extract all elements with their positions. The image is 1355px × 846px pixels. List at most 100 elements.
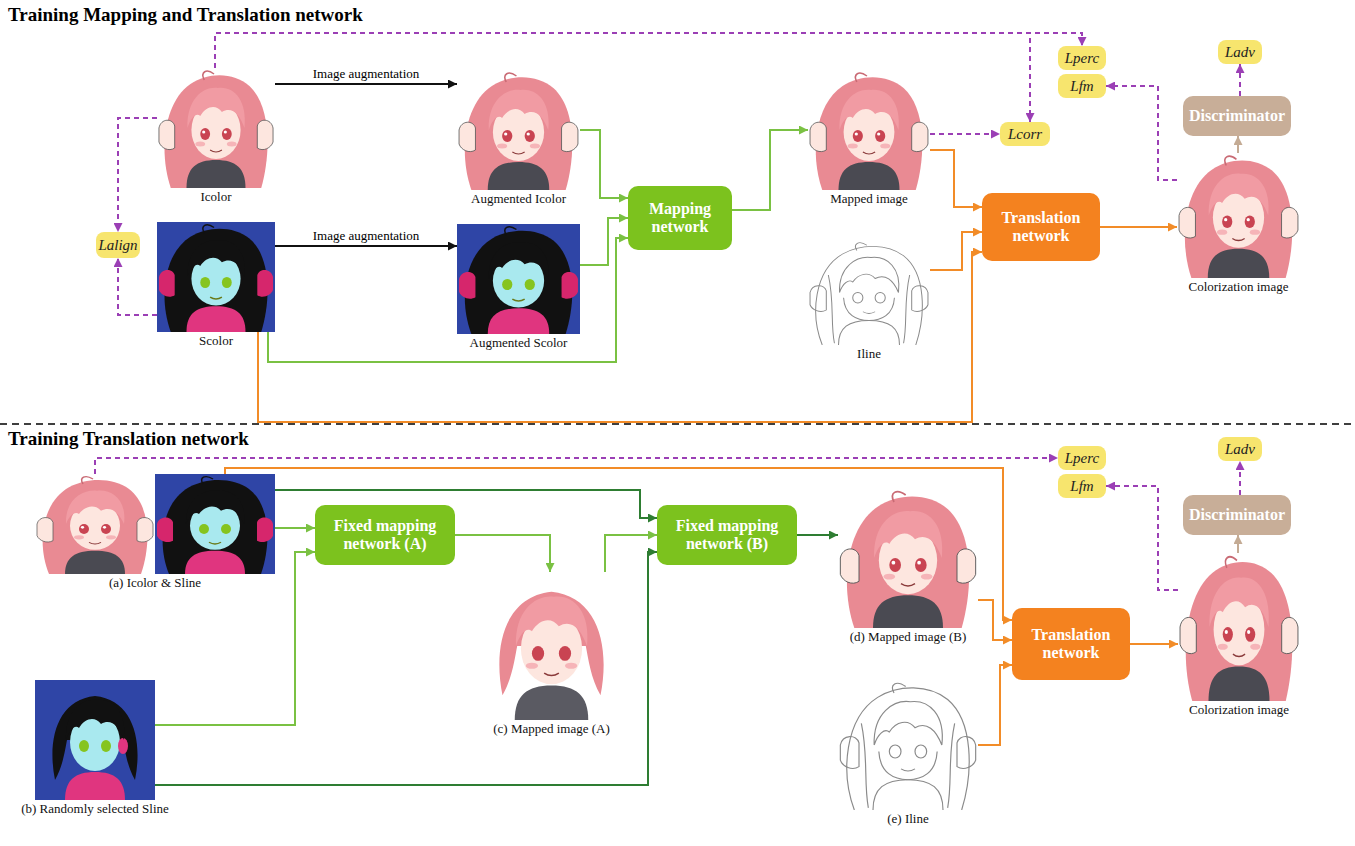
flow-arrow — [1237, 136, 1239, 153]
random-segment-image — [35, 680, 155, 800]
flow-arrow — [930, 150, 982, 207]
flow-arrow — [580, 130, 628, 198]
box-label: Ladv — [1225, 441, 1255, 458]
mapped-image — [838, 488, 978, 628]
flow-arrow — [455, 535, 550, 572]
loss-connector — [1106, 486, 1178, 590]
lineart-image — [838, 680, 978, 810]
loss-connector — [930, 133, 1000, 135]
image-caption: Mapped image — [830, 192, 908, 207]
box-label: Translation network — [1018, 626, 1124, 663]
flow-arrow — [1130, 643, 1178, 645]
network-box: Discriminator — [1183, 495, 1291, 535]
image-panel: (e) Iline — [838, 680, 978, 810]
image-panel: (a) Icolor & Sline — [35, 474, 275, 574]
loss-connector — [1239, 64, 1241, 96]
segment-image — [155, 474, 275, 574]
network-box: Discriminator — [1183, 96, 1291, 136]
flow-arrow — [978, 665, 1012, 745]
image-caption: (b) Randomly selected Sline — [21, 802, 169, 817]
image-panel: (c) Mapped image (A) — [478, 572, 625, 720]
box-label: Fixed mapping network (B) — [663, 517, 791, 554]
image-panel: Mapped image — [808, 70, 930, 190]
augmented-segment-image — [457, 224, 580, 334]
image-caption: Augmented Scolor — [470, 336, 568, 351]
box-label: Fixed mapping network (A) — [321, 517, 449, 554]
arrow-label: Image augmentation — [311, 229, 422, 243]
flow-arrow — [1100, 226, 1177, 228]
loss-connector — [1239, 461, 1241, 495]
image-panel: (d) Mapped image (B) — [838, 488, 978, 628]
flow-arrow — [275, 83, 457, 85]
image-caption: Augmented Icolor — [471, 192, 566, 207]
image-caption: (e) Iline — [887, 812, 929, 827]
loss-box: Lfm — [1058, 474, 1106, 498]
section-divider — [0, 423, 1355, 425]
augmented-color-image — [457, 70, 580, 190]
flow-arrow — [1237, 535, 1239, 553]
image-caption: Colorization image — [1189, 703, 1289, 718]
box-label: Discriminator — [1189, 107, 1285, 125]
flow-arrow — [732, 130, 808, 210]
loss-connector — [215, 33, 1082, 68]
arrow-label: Image augmentation — [311, 67, 422, 81]
box-label: Translation network — [988, 209, 1094, 246]
box-label: Lperc — [1065, 450, 1099, 467]
box-label: Lcorr — [1008, 126, 1042, 143]
box-label: Lfm — [1070, 78, 1093, 95]
flow-arrow — [580, 218, 628, 265]
image-panel: Augmented Icolor — [457, 70, 580, 190]
loss-connector — [215, 33, 1030, 122]
box-label: Lalign — [98, 237, 137, 254]
image-caption: (a) Icolor & Sline — [109, 576, 201, 591]
box-label: Ladv — [1225, 44, 1255, 61]
network-box: Translation network — [1012, 608, 1130, 680]
image-panel: Colorization image — [1178, 553, 1300, 701]
colorization-image — [1178, 553, 1300, 701]
network-box: Translation network — [982, 193, 1100, 261]
image-caption: (d) Mapped image (B) — [843, 630, 973, 645]
section-heading: Training Translation network — [8, 428, 249, 450]
lineart-image — [808, 240, 930, 345]
box-label: Lperc — [1065, 50, 1099, 67]
loss-box: Lcorr — [1000, 122, 1050, 146]
image-panel: Colorization image — [1177, 153, 1300, 278]
loss-connector — [118, 258, 157, 315]
loss-box: Lperc — [1058, 446, 1106, 470]
flow-arrow — [268, 238, 628, 362]
flow-arrow — [155, 552, 657, 785]
loss-box: Lalign — [96, 232, 140, 258]
flow-arrow — [225, 468, 1012, 620]
image-caption: Colorization image — [1188, 280, 1288, 295]
colorization-image — [1177, 153, 1300, 278]
box-label: Discriminator — [1189, 506, 1285, 524]
image-panel: Iline — [808, 240, 930, 345]
loss-box: Lperc — [1058, 46, 1106, 70]
section-heading: Training Mapping and Translation network — [8, 4, 363, 26]
mapped-image — [808, 70, 930, 190]
loss-box: Lfm — [1058, 74, 1106, 98]
image-caption: Iline — [857, 347, 881, 362]
image-caption: Scolor — [199, 334, 233, 349]
image-panel: Augmented Scolor — [457, 224, 580, 334]
loss-box: Ladv — [1218, 40, 1262, 64]
flow-arrow — [275, 527, 315, 529]
mapped-image — [478, 572, 625, 720]
input-color-image — [157, 68, 275, 188]
network-box: Mapping network — [628, 186, 732, 250]
segment-image — [157, 222, 275, 332]
box-label: Mapping network — [634, 200, 726, 237]
flow-arrow — [605, 535, 657, 572]
image-caption: (c) Mapped image (A) — [482, 722, 622, 737]
input-color-image — [35, 474, 155, 574]
loss-box: Ladv — [1218, 437, 1262, 461]
image-panel: (b) Randomly selected Sline — [35, 680, 155, 800]
image-caption: Icolor — [200, 190, 231, 205]
image-panel: Icolor — [157, 68, 275, 188]
loss-connector — [1106, 86, 1177, 180]
network-box: Fixed mapping network (B) — [657, 505, 797, 565]
image-panel: Scolor — [157, 222, 275, 332]
flow-arrow — [258, 252, 982, 422]
loss-connector — [118, 118, 157, 232]
